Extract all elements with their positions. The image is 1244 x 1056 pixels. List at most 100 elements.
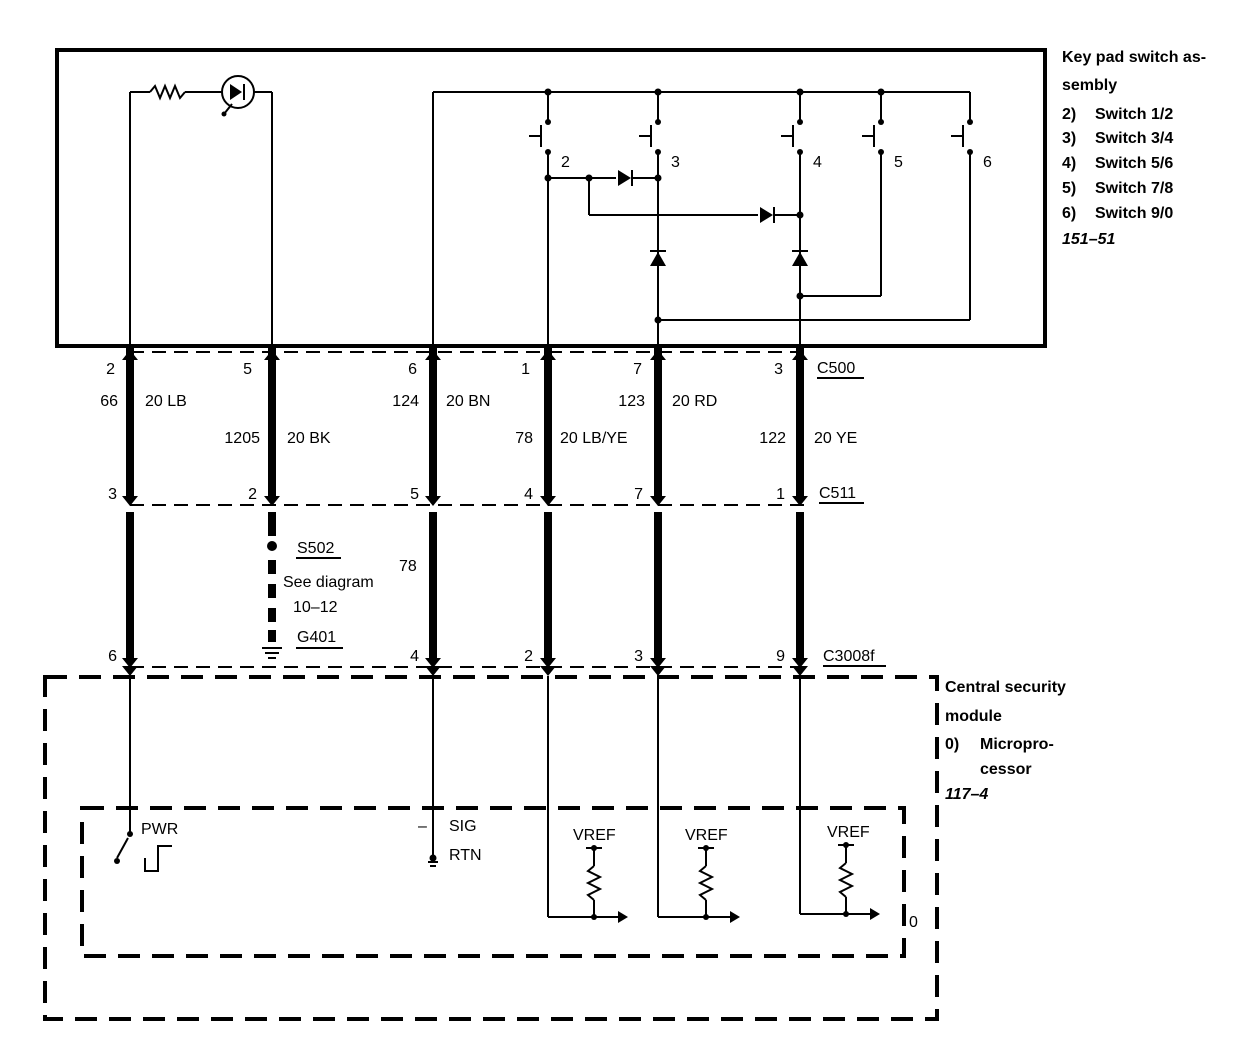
wire-color: 20 BN (446, 393, 490, 410)
central-security-module-box (43, 675, 939, 1021)
module-sig-circuit: – SIG RTN (418, 676, 482, 867)
wire-color: 20 YE (814, 430, 857, 447)
keypad-item-label: Switch 5/6 (1095, 155, 1173, 172)
wire-color: 20 LB/YE (560, 430, 628, 447)
ground-label: G401 (297, 629, 336, 646)
wire-color: 20 LB (145, 393, 187, 410)
keypad-item-label: Switch 1/2 (1095, 106, 1173, 123)
wire-color: 20 RD (672, 393, 717, 410)
wire-c500-pin: 7 (633, 361, 642, 378)
splice-circuit: 78 (399, 558, 417, 575)
wire-circuit: 1205 (224, 430, 260, 447)
wire-c511-pin: 7 (634, 486, 643, 503)
keypad-switch-2 (529, 92, 551, 348)
wire-c3008-pin: 9 (776, 648, 785, 665)
vref-circuit-1: VREF (547, 676, 628, 923)
keypad-switch-3 (639, 92, 661, 348)
keypad-item-num: 6) (1062, 205, 1076, 222)
keypad-led-circuit (129, 75, 273, 348)
resistor-icon (585, 865, 603, 901)
wire-color: 20 BK (287, 430, 331, 447)
diode-icon (650, 252, 666, 266)
wire-circuit: 123 (618, 393, 645, 410)
module-title-line2: module (945, 708, 1002, 725)
switch-number-label: 3 (671, 154, 680, 171)
keypad-switch-5 (862, 92, 884, 296)
splice-s502: S502 See diagram 10–12 78 G401 (262, 540, 417, 659)
pwr-label: PWR (141, 821, 178, 838)
connector-c511-label: C511 (819, 485, 856, 502)
wire-c500-pin: 3 (774, 361, 783, 378)
keypad-switch-6 (951, 92, 973, 320)
wire-c511-pin: 3 (108, 486, 117, 503)
sig-label: SIG (449, 818, 477, 835)
module-item-num: 0) (945, 736, 959, 753)
rtn-label: RTN (449, 847, 482, 864)
module-pwr-circuit: PWR (114, 676, 178, 872)
wire-c500-pin: 2 (106, 361, 115, 378)
keypad-diode-network (544, 170, 970, 324)
harness-wires (126, 348, 804, 662)
module-legend: Central security module 0) Micropro- ces… (945, 679, 1066, 803)
keypad-title-line1: Key pad switch as- (1062, 49, 1206, 66)
diode-icon (760, 207, 773, 223)
keypad-switch-bus (432, 88, 970, 348)
vref-label: VREF (573, 827, 616, 844)
wire-circuit: 122 (759, 430, 786, 447)
wire-c3008-pin: 4 (410, 648, 419, 665)
keypad-item-num: 5) (1062, 180, 1076, 197)
keypad-assembly-box (55, 48, 1047, 348)
see-diagram-ref: 10–12 (293, 599, 338, 616)
wire-c3008-pin: 3 (634, 648, 643, 665)
keypad-switch-4 (781, 92, 803, 348)
switch-number-label: 6 (983, 154, 992, 171)
resistor-icon (697, 865, 715, 901)
splice-dot-icon (267, 541, 277, 551)
wire-c500-pin: 5 (243, 361, 252, 378)
keypad-item-label: Switch 3/4 (1095, 130, 1173, 147)
wire-circuit: 66 (100, 393, 118, 410)
diode-icon (792, 252, 808, 266)
switch-number-label: 5 (894, 154, 903, 171)
switch-number-label: 4 (813, 154, 822, 171)
resistor-icon (149, 83, 186, 101)
wire-c3008-pin: 2 (524, 648, 533, 665)
keypad-item-num: 4) (1062, 155, 1076, 172)
keypad-item-num: 3) (1062, 130, 1076, 147)
module-item-line1: Micropro- (980, 736, 1054, 753)
wire-circuit: 124 (392, 393, 419, 410)
connector-c500-label: C500 (817, 360, 855, 377)
keypad-item-label: Switch 9/0 (1095, 205, 1173, 222)
see-diagram-text: See diagram (283, 574, 374, 591)
ground-icon (262, 647, 282, 659)
sig-minus: – (418, 818, 427, 835)
module-item-line2: cessor (980, 761, 1032, 778)
diode-icon (618, 170, 631, 186)
wire-circuit: 78 (515, 430, 533, 447)
wire-c511-pin: 4 (524, 486, 533, 503)
keypad-legend: Key pad switch as- sembly 2) Switch 1/2 … (1062, 49, 1206, 248)
wire-c511-pin: 1 (776, 486, 785, 503)
keypad-item-num: 2) (1062, 106, 1076, 123)
keypad-title-line2: sembly (1062, 77, 1117, 94)
wire-c511-pin: 2 (248, 486, 257, 503)
module-ref: 117–4 (945, 786, 988, 803)
resistor-icon (837, 862, 855, 898)
module-title-line1: Central security (945, 679, 1066, 696)
microprocessor-box (80, 806, 906, 958)
wire-c3008-pin: 6 (108, 648, 117, 665)
switch-number-label: 2 (561, 154, 570, 171)
keypad-ref: 151–51 (1062, 231, 1115, 248)
wire-c500-pin: 1 (521, 361, 530, 378)
connector-pin-marks (122, 350, 808, 676)
keypad-item-label: Switch 7/8 (1095, 180, 1173, 197)
vref-circuit-3: VREF (799, 676, 880, 920)
vref-label: VREF (685, 827, 728, 844)
wire-c500-pin: 6 (408, 361, 417, 378)
vref-circuit-2: VREF (657, 676, 740, 923)
vref-label: VREF (827, 824, 870, 841)
splice-label: S502 (297, 540, 334, 557)
connector-c3008-label: C3008f (823, 648, 875, 665)
microprocessor-number: 0 (909, 914, 918, 931)
